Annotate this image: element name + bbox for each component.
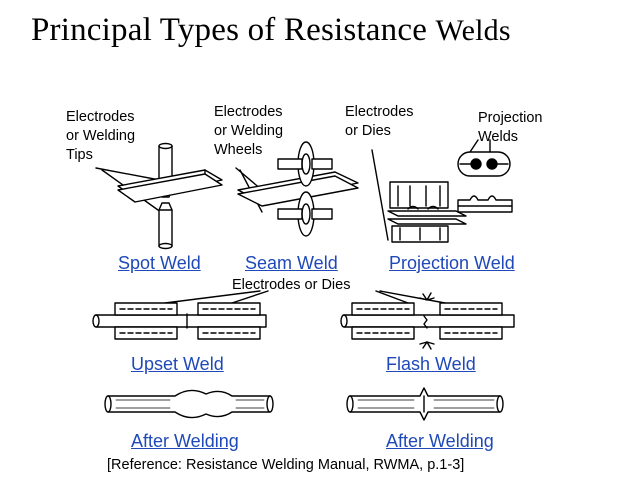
spot-weld-illustration — [95, 142, 223, 250]
title-main: Principal Types of Resistance — [31, 12, 428, 48]
after-welding-upset-link[interactable]: After Welding — [131, 431, 239, 451]
flash-after-welding-illustration — [346, 387, 504, 421]
title-suffix: Welds — [435, 14, 511, 47]
projection-weld-illustration — [371, 139, 513, 243]
after-welding-flash-link[interactable]: After Welding — [386, 431, 494, 451]
projection-electrodes-label: Electrodes or Dies — [345, 104, 414, 139]
seam-weld-illustration — [235, 141, 359, 237]
flash-weld-illustration — [340, 290, 515, 350]
spot-electrodes-label: Electrodes or Welding Tips — [66, 109, 136, 163]
upset-after-welding-illustration — [104, 389, 274, 419]
reference-note: [Reference: Resistance Welding Manual, R… — [107, 457, 465, 473]
projection-weld-link[interactable]: Projection Weld — [389, 253, 515, 273]
flash-weld-link[interactable]: Flash Weld — [386, 354, 476, 374]
upset-weld-illustration — [92, 290, 269, 340]
dies-label: Electrodes or Dies — [232, 277, 351, 293]
projection-welds-label: Projection Welds — [478, 110, 543, 145]
seam-electrodes-label: Electrodes or Welding Wheels — [214, 104, 284, 158]
upset-weld-link[interactable]: Upset Weld — [131, 354, 224, 374]
spot-weld-link[interactable]: Spot Weld — [118, 253, 201, 273]
page-title: Principal Types of Resistance Welds — [31, 12, 511, 49]
seam-weld-link[interactable]: Seam Weld — [245, 253, 338, 273]
